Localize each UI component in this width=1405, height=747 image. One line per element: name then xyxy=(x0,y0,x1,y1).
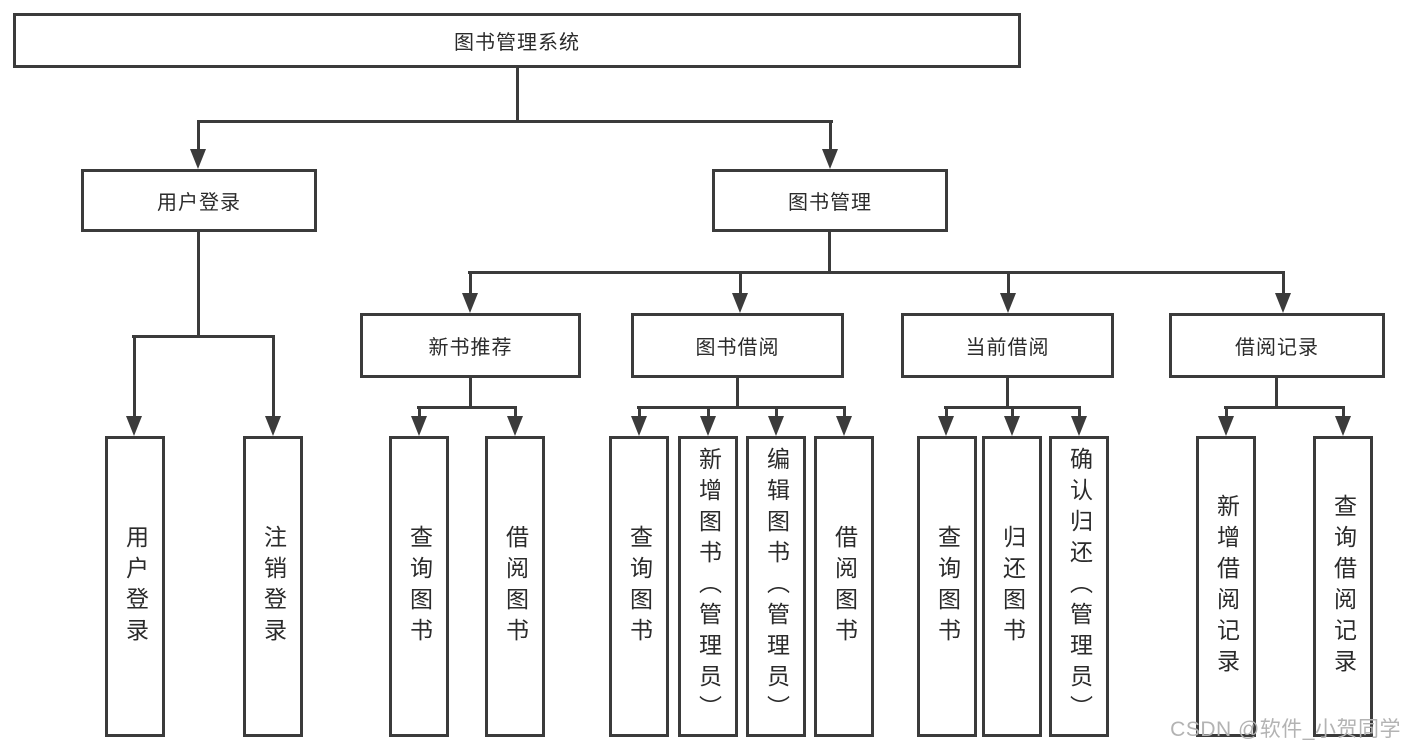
leaf-query-books-borrow: 查询图书 xyxy=(609,436,669,737)
leaf-logout: 注销登录 xyxy=(243,436,303,737)
csdn-watermark: CSDN @软件_小贺同学 xyxy=(1170,718,1401,741)
node-label: 借阅记录 xyxy=(1235,337,1319,359)
node-label: 当前借阅 xyxy=(965,337,1050,359)
arrow-to-leaf-cb-return xyxy=(1004,407,1020,436)
node-label: 编辑图书（管理员） xyxy=(763,447,790,726)
connector-book-mgmt-branch xyxy=(468,271,1285,274)
connector-borrow-records-branch xyxy=(1224,406,1345,409)
leaf-query-borrow-record: 查询借阅记录 xyxy=(1313,436,1373,737)
leaf-query-books-current: 查询图书 xyxy=(917,436,977,737)
node-label: 借阅图书 xyxy=(831,524,858,649)
node-label: 用户登录 xyxy=(122,524,149,649)
arrow-to-leaf-bb-query xyxy=(631,407,647,436)
leaf-return-books: 归还图书 xyxy=(982,436,1042,737)
node-book-borrow: 图书借阅 xyxy=(631,313,844,378)
leaf-confirm-return-admin: 确认归还（管理员） xyxy=(1049,436,1109,737)
connector-book-borrow-stem xyxy=(736,377,739,408)
leaf-edit-books-admin: 编辑图书（管理员） xyxy=(746,436,806,737)
node-borrow-records: 借阅记录 xyxy=(1169,313,1385,378)
arrow-to-leaf-br-query xyxy=(1335,407,1351,436)
arrow-to-book-borrow xyxy=(732,271,748,313)
connector-user-login-stem xyxy=(197,231,200,337)
leaf-add-borrow-record: 新增借阅记录 xyxy=(1196,436,1256,737)
arrow-to-new-book xyxy=(462,271,478,313)
node-label: 注销登录 xyxy=(260,524,287,649)
connector-user-login-branch xyxy=(132,335,275,338)
arrow-to-leaf-nb-borrow xyxy=(507,407,523,436)
node-label: 归还图书 xyxy=(999,524,1026,649)
connector-borrow-records-stem xyxy=(1275,377,1278,408)
connector-root-stem xyxy=(516,67,519,123)
leaf-add-books-admin: 新增图书（管理员） xyxy=(678,436,738,737)
arrow-to-leaf-user-login xyxy=(126,336,142,436)
node-current-borrow: 当前借阅 xyxy=(901,313,1114,378)
leaf-user-login: 用户登录 xyxy=(105,436,165,737)
node-label: 查询图书 xyxy=(626,524,653,649)
arrow-to-leaf-cb-query xyxy=(938,407,954,436)
node-label: 确认归还（管理员） xyxy=(1066,447,1093,726)
connector-new-book-branch xyxy=(417,406,517,409)
arrow-to-book-mgmt xyxy=(822,121,838,169)
leaf-borrow-books: 借阅图书 xyxy=(814,436,874,737)
connector-current-borrow-stem xyxy=(1006,377,1009,408)
node-label: 查询图书 xyxy=(934,524,961,649)
node-label: 图书借阅 xyxy=(695,337,780,359)
node-book-management: 图书管理 xyxy=(712,169,948,232)
connector-book-mgmt-stem xyxy=(828,231,831,273)
arrow-to-borrow-records xyxy=(1275,271,1291,313)
node-label: 借阅图书 xyxy=(502,524,529,649)
node-label: 用户登录 xyxy=(157,192,241,214)
node-label: 图书管理 xyxy=(788,192,872,214)
node-user-login: 用户登录 xyxy=(81,169,317,232)
arrow-to-leaf-bb-edit xyxy=(768,407,784,436)
node-label: 新增借阅记录 xyxy=(1213,493,1240,680)
connector-level2-branch xyxy=(197,120,833,123)
node-label: 查询借阅记录 xyxy=(1330,493,1357,680)
node-new-book-recommend: 新书推荐 xyxy=(360,313,581,378)
arrow-to-leaf-bb-add xyxy=(700,407,716,436)
arrow-to-leaf-logout xyxy=(265,336,281,436)
arrow-to-leaf-br-add xyxy=(1218,407,1234,436)
arrow-to-user-login xyxy=(190,121,206,169)
connector-new-book-stem xyxy=(469,377,472,408)
arrow-to-current-borrow xyxy=(1000,271,1016,313)
leaf-query-books-newbook: 查询图书 xyxy=(389,436,449,737)
leaf-borrow-books-newbook: 借阅图书 xyxy=(485,436,545,737)
node-label: 查询图书 xyxy=(406,524,433,649)
node-label: 图书管理系统 xyxy=(454,32,580,54)
node-label: 新增图书（管理员） xyxy=(695,447,722,726)
node-label: 新书推荐 xyxy=(428,337,513,359)
arrow-to-leaf-bb-borrow xyxy=(836,407,852,436)
arrow-to-leaf-cb-confirm xyxy=(1071,407,1087,436)
connector-book-borrow-branch xyxy=(637,406,846,409)
arrow-to-leaf-nb-query xyxy=(411,407,427,436)
node-library-management-system: 图书管理系统 xyxy=(13,13,1021,68)
